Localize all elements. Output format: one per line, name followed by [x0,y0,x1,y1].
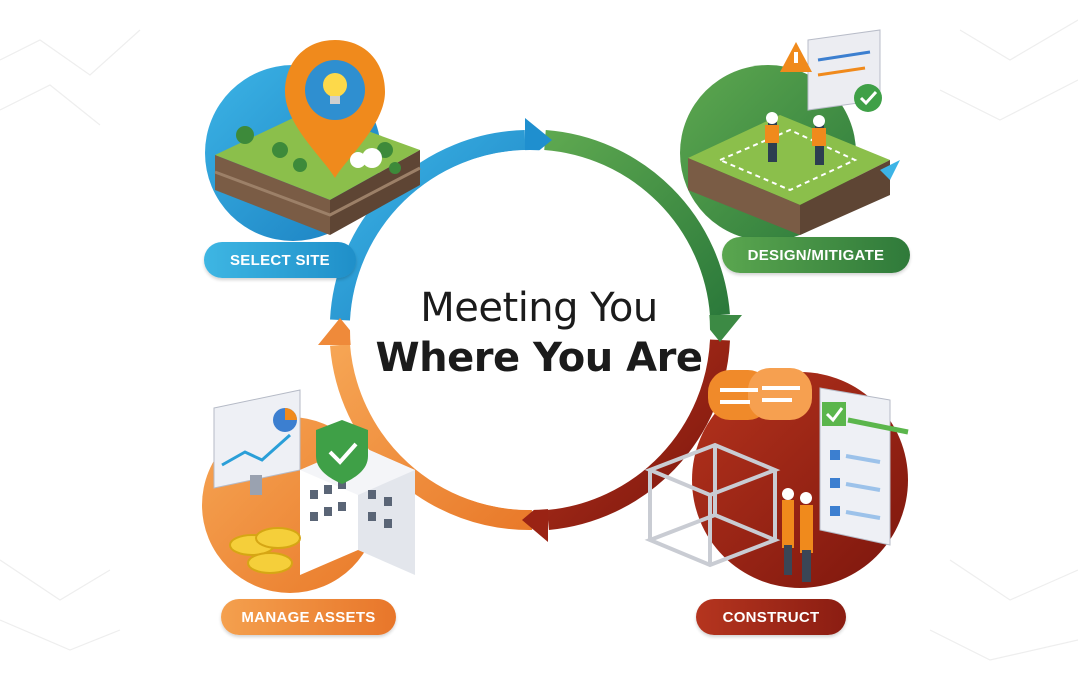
manage-assets-label: MANAGE ASSETS [221,599,396,635]
survey-terrain-illustration [688,112,900,235]
checklist-board-icon [819,387,909,546]
coins-icon [229,527,301,574]
select-site-label: SELECT SITE [204,242,356,278]
building-icon [300,445,415,575]
title-line-2: Where You Are [375,335,704,381]
scaffold-icon [644,442,781,568]
ring-arc-green [544,130,730,316]
shield-check-icon [316,420,368,484]
chat-bubbles-icon [708,368,812,420]
map-pin-lightbulb-icon [285,40,385,178]
dashboard-monitor-icon [213,389,301,495]
workers-icon [782,488,813,582]
background-pattern [0,19,1078,661]
warning-checklist-icon [780,29,882,112]
title-line-1: Meeting You [420,285,658,331]
construct-label: CONSTRUCT [696,599,846,635]
center-disc [350,150,710,510]
design-mitigate-label: DESIGN/MITIGATE [722,237,910,273]
